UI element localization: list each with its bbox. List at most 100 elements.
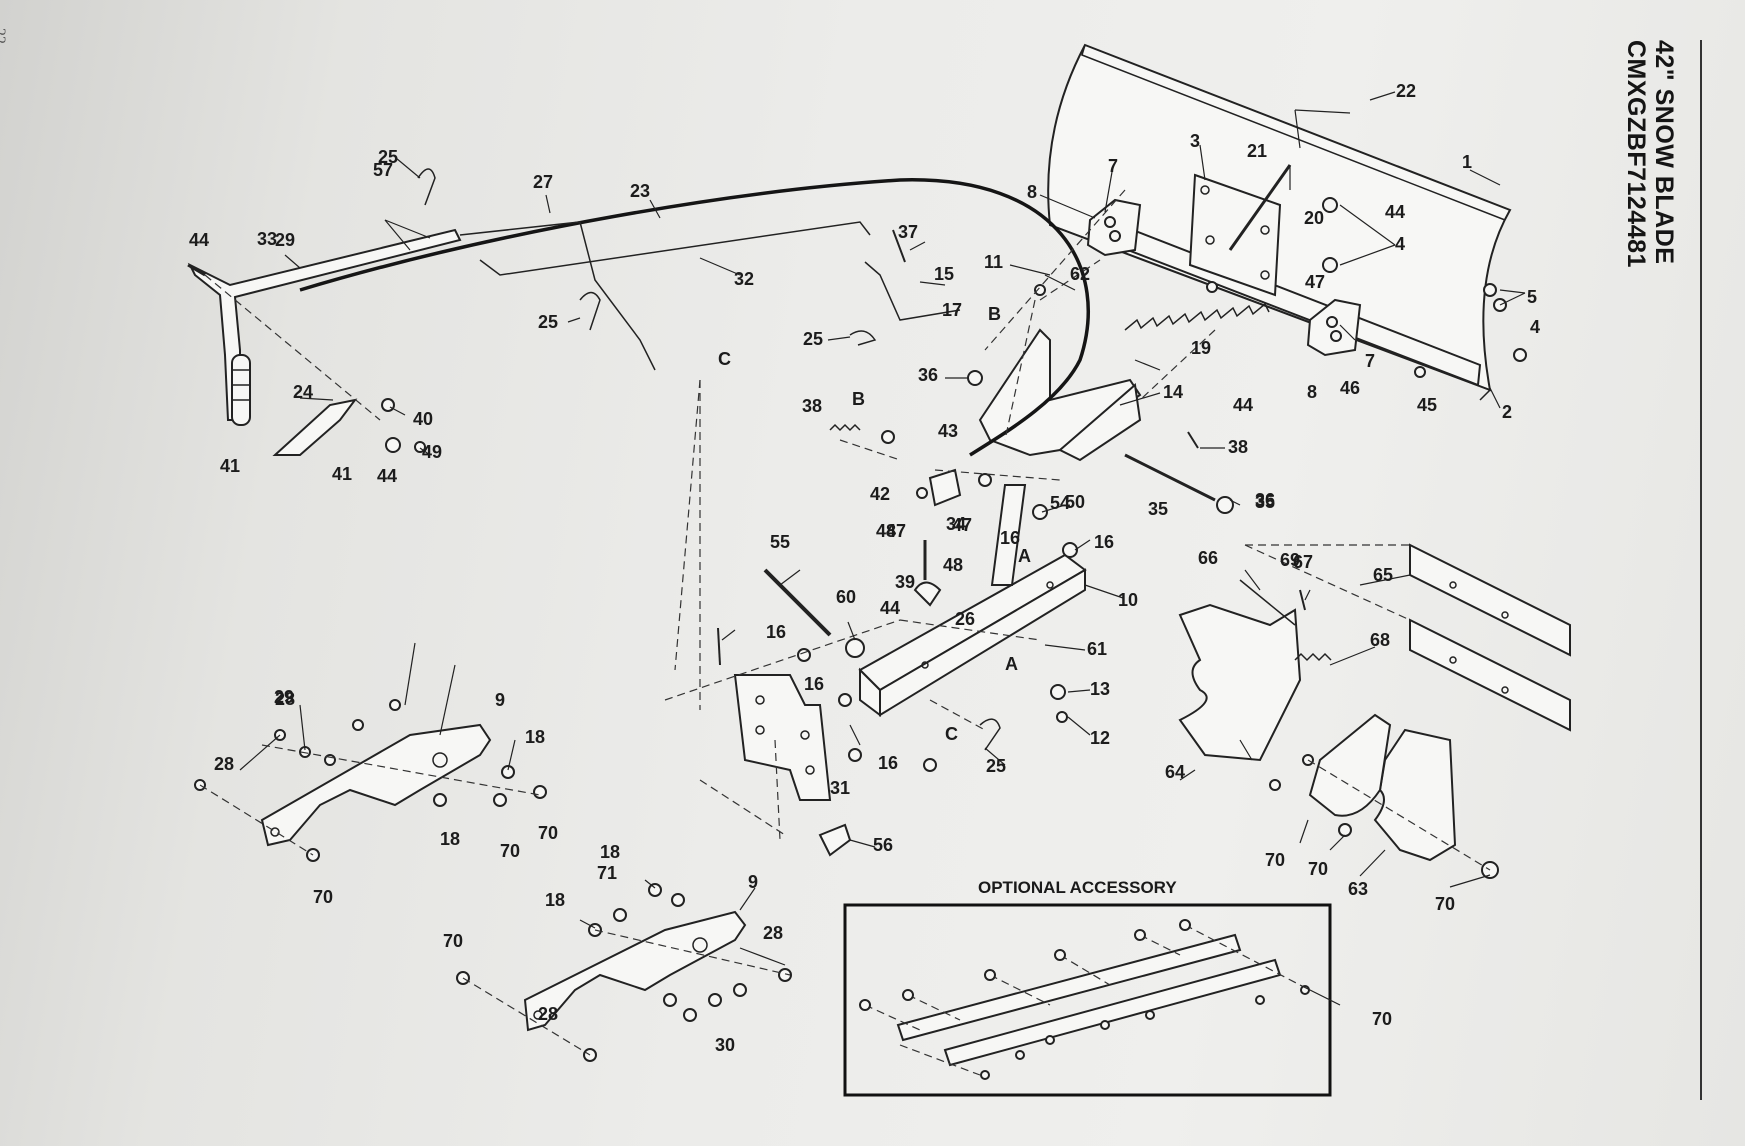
callout: 19 [1191,338,1211,358]
callout: 69 [1280,550,1300,570]
callout: 63 [1348,879,1368,899]
callout: 32 [734,269,754,289]
mount-plate-upper [260,723,492,847]
callout: 8 [1307,382,1317,402]
callout: 70 [500,841,520,861]
optional-accessory-box [843,903,1332,1097]
callout: 25 [803,329,823,349]
push-frame [858,553,1087,717]
callout: 44 [1233,395,1253,415]
callout: 48 [943,555,963,575]
callout: 16 [766,622,786,642]
a-frame [978,328,1142,462]
callout: 70 [1435,894,1455,914]
control-cable [299,178,1090,457]
callout: 7 [1365,351,1375,371]
callout: 23 [630,181,650,201]
callout: 66 [1198,548,1218,568]
callout: 22 [1396,81,1416,101]
callout: 68 [1370,630,1390,650]
callout: 64 [1165,762,1185,782]
callout: 39 [895,572,915,592]
callout: 28 [538,1004,558,1024]
callout: 16 [804,674,824,694]
optional-accessory-caption: OPTIONAL ACCESSORY [978,878,1177,897]
callout: 41 [220,456,240,476]
callout: 70 [1372,1009,1392,1029]
callout: 25 [538,312,558,332]
callout: 47 [886,521,906,541]
callout: 50 [1065,492,1085,512]
callout: 60 [836,587,856,607]
blade-center-mount [1188,173,1282,297]
callout: 27 [533,172,553,192]
callout: 37 [898,222,918,242]
callout: 28 [275,689,295,709]
callout: 1 [1462,152,1472,172]
callout: 21 [1247,141,1267,161]
callout: 56 [873,835,893,855]
callout: 71 [597,863,617,883]
support-bars-62 [1409,543,1571,732]
callout: 70 [1308,859,1328,879]
callout: 44 [880,598,900,618]
callout: 18 [545,890,565,910]
callout: 43 [938,421,958,441]
callout: 25 [378,147,398,167]
tractor-mount-61 [1178,603,1302,762]
callout: 29 [274,687,294,707]
callout: 45 [1417,395,1437,415]
assembly-lines [199,189,1491,1056]
callout: 47 [952,515,972,535]
cable-bracket [990,484,1027,586]
callout: 33 [257,229,277,249]
callout: 20 [1304,208,1324,228]
callout: 42 [870,484,890,504]
callout: 65 [1373,565,1393,585]
callout: 70 [538,823,558,843]
pivot-bracket-right [1306,298,1362,357]
callout: 35 [1148,499,1168,519]
blade-bolts [1206,197,1527,378]
ref-letter: A [1005,654,1018,674]
lift-lever [187,228,462,426]
callout: 38 [1228,437,1248,457]
callout: 3 [1190,131,1200,151]
callout: 28 [214,754,234,774]
callout: 36 [1255,490,1275,510]
callout: 29 [275,230,295,250]
ref-letter: B [988,304,1001,324]
callout: 44 [1385,202,1405,222]
ref-letter: C [945,724,958,744]
callout: 4 [1395,234,1405,254]
callout: 28 [763,923,783,943]
callout: 17 [942,300,962,320]
callout: 61 [1087,639,1107,659]
callout: 40 [413,409,433,429]
ref-letter: A [1018,546,1031,566]
callout: 11 [984,252,1003,272]
callout: 12 [1090,728,1110,748]
mount-bracket [733,674,832,801]
callout: 54 [1050,493,1070,513]
callout: 35 [1255,492,1275,512]
callout: 62 [1070,264,1090,284]
callout: 36 [918,365,938,385]
callout: 18 [440,829,460,849]
callout: 18 [600,842,620,862]
ref-letter: B [852,389,865,409]
callout: 70 [313,887,333,907]
callout: 47 [1305,272,1325,292]
callout: 16 [1000,528,1020,548]
callout: 44 [377,466,397,486]
spring-rod [1228,164,1292,251]
callout: 15 [934,264,954,284]
callout: 4 [1530,317,1540,337]
return-spring [1124,302,1270,331]
title-rule [1700,40,1702,1100]
callout: 44 [189,230,209,250]
pivot-pin [1124,453,1216,502]
callout: 70 [443,931,463,951]
